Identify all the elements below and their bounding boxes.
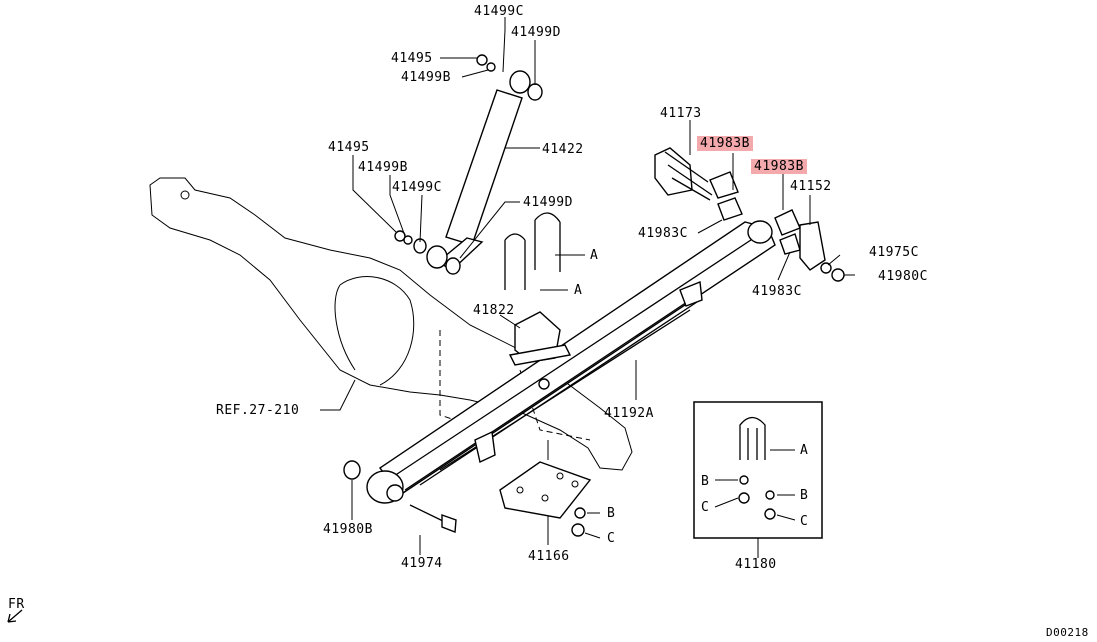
shackle-assembly [654,147,845,282]
label-41499b-top: 41499B [401,70,451,85]
label-41975c: 41975C [869,245,919,260]
label-41983c-2: 41983C [752,284,802,299]
shock-absorber [394,54,543,275]
label-41983b-1[interactable]: 41983B [697,136,753,151]
front-bolt [343,460,457,533]
label-nut-c: C [607,531,616,546]
leaf-spring [366,220,776,504]
label-ubolt-a2: A [574,283,583,298]
fr-arrow-icon [7,609,23,623]
diagram-id: D00218 [1046,626,1089,639]
label-41192a: 41192A [604,406,654,421]
direction-marker: FR [8,597,25,612]
label-kit-a: A [800,443,809,458]
label-41495-top: 41495 [391,51,433,66]
label-41980c: 41980C [878,269,928,284]
label-kit-c2: C [800,514,809,529]
leader-lines [320,17,855,555]
label-41422: 41422 [542,142,584,157]
u-bolts [504,212,561,290]
label-41173: 41173 [660,106,702,121]
label-ref-27-210: REF.27-210 [216,403,300,418]
label-kit-b1: B [701,474,710,489]
label-41499c-top: 41499C [474,4,524,19]
label-ubolt-a1: A [590,248,599,263]
label-41499c-mid: 41499C [392,180,442,195]
label-41495-mid: 41495 [328,140,370,155]
label-41152: 41152 [790,179,832,194]
label-41983b-2[interactable]: 41983B [751,159,807,174]
label-41822: 41822 [473,303,515,318]
label-41983c-1: 41983C [638,226,688,241]
label-41980b: 41980B [323,522,373,537]
label-41974: 41974 [401,556,443,571]
axle-housing [149,177,633,471]
label-nut-b: B [607,506,616,521]
kit-box [693,401,823,558]
label-kit-c1: C [701,500,710,515]
label-41166: 41166 [528,549,570,564]
label-41499b-mid: 41499B [358,160,408,175]
label-41499d-top: 41499D [511,25,561,40]
label-kit-b2: B [800,488,809,503]
label-41180: 41180 [735,557,777,572]
label-41499d-mid: 41499D [523,195,573,210]
bump-stopper [508,311,572,366]
spring-seat [499,461,592,537]
